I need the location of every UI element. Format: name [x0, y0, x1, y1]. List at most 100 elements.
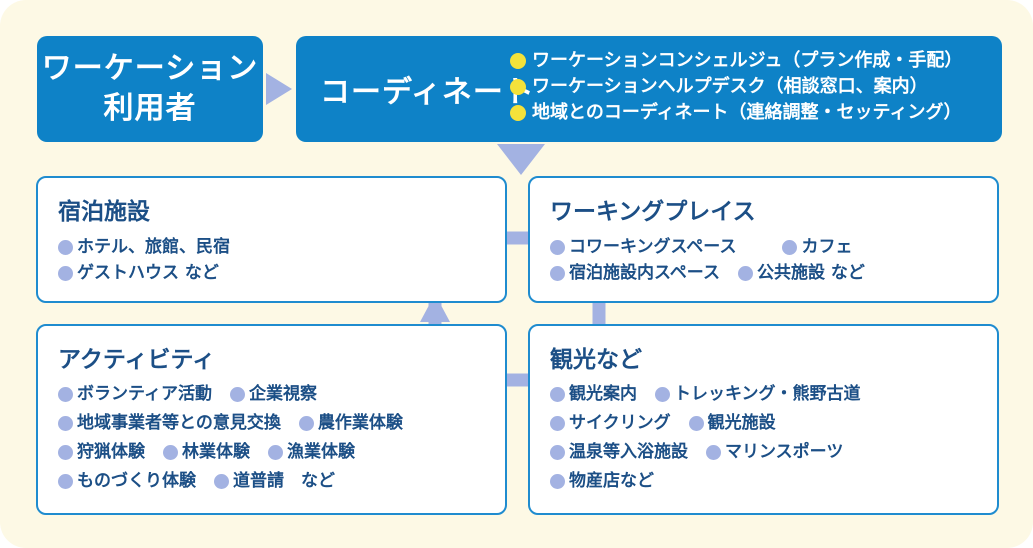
- activity-title: アクティビティ: [58, 347, 216, 373]
- coordinate-item: 地域とのコーディネート（連絡調整・セッティング）: [510, 100, 962, 126]
- coordinate-box: コーディネート ワーケーションコンシェルジュ（プラン作成・手配） ワーケーション…: [296, 36, 1002, 142]
- list-item: トレッキング・熊野古道: [655, 380, 861, 409]
- list-item: カフェ: [782, 234, 852, 260]
- list-item: 観光案内: [550, 380, 637, 409]
- circle-bullet-icon: [58, 445, 73, 460]
- list-row: コワーキングスペース カフェ: [550, 234, 883, 260]
- circle-bullet-icon: [510, 53, 526, 69]
- list-item-label: ホテル、旅館、民宿: [77, 237, 230, 257]
- list-row: ものづくり体験 道普請 など: [58, 467, 421, 496]
- list-item: 狩猟体験: [58, 438, 145, 467]
- list-item-label: ものづくり体験: [77, 471, 196, 491]
- circle-bullet-icon: [58, 474, 73, 489]
- coordinate-item: ワーケーションコンシェルジュ（プラン作成・手配）: [510, 48, 962, 74]
- circle-bullet-icon: [510, 79, 526, 95]
- circle-bullet-icon: [229, 387, 245, 402]
- list-row: 地域事業者等との意見交換 農作業体験: [58, 409, 421, 438]
- list-row: サイクリング 観光施設: [550, 409, 879, 438]
- user-label-line1: ワーケーション: [41, 51, 259, 86]
- list-item-label: 狩猟体験: [77, 442, 145, 462]
- list-row: 狩猟体験 林業体験 漁業体験: [58, 438, 421, 467]
- list-item: 公共施設 など: [737, 260, 865, 286]
- circle-bullet-icon: [550, 416, 565, 431]
- list-item-label: 漁業体験: [287, 442, 355, 462]
- circle-bullet-icon: [550, 474, 565, 489]
- list-item: 道普請 など: [214, 467, 335, 496]
- list-item-label: 観光案内: [569, 384, 637, 404]
- coordinate-item: ワーケーションヘルプデスク（相談窓口、案内）: [510, 74, 962, 100]
- list-item: 漁業体験: [268, 438, 355, 467]
- list-item-label: トレッキング・熊野古道: [674, 384, 861, 404]
- list-item-label: 地域事業者等との意見交換: [77, 413, 281, 433]
- coordinate-item-label: 地域とのコーディネート（連絡調整・セッティング）: [532, 102, 962, 123]
- circle-bullet-icon: [737, 265, 753, 281]
- list-item-label: 林業体験: [182, 442, 250, 462]
- circle-bullet-icon: [782, 239, 798, 255]
- circle-bullet-icon: [550, 239, 565, 255]
- list-item-label: マリンスポーツ: [725, 442, 844, 462]
- circle-bullet-icon: [58, 416, 73, 431]
- list-item: ものづくり体験: [58, 467, 196, 496]
- lodging-title: 宿泊施設: [58, 199, 150, 225]
- list-item: ゲストハウス など: [58, 260, 219, 286]
- coordinate-title: コーディネート: [320, 75, 535, 110]
- list-item: 林業体験: [163, 438, 250, 467]
- list-row: 宿泊施設内スペース 公共施設 など: [550, 260, 883, 286]
- workation-user-box: ワーケーション 利用者: [37, 36, 263, 142]
- list-item: 地域事業者等との意見交換: [58, 409, 281, 438]
- activity-card: アクティビティ ボランティア活動 企業視察 地域事業者等との意見交換 農作業体験…: [36, 324, 507, 515]
- list-item-label: カフェ: [801, 237, 853, 257]
- circle-bullet-icon: [58, 265, 73, 281]
- circle-bullet-icon: [550, 387, 565, 402]
- list-item: サイクリング: [550, 409, 671, 438]
- circle-bullet-icon: [58, 387, 73, 402]
- lodging-card: 宿泊施設 ホテル、旅館、民宿 ゲストハウス など: [36, 176, 507, 303]
- working-place-title: ワーキングプレイス: [550, 199, 756, 225]
- list-item-label: 農作業体験: [317, 413, 403, 433]
- circle-bullet-icon: [58, 239, 73, 255]
- circle-bullet-icon: [706, 445, 721, 460]
- coordinate-item-label: ワーケーションコンシェルジュ（プラン作成・手配）: [532, 50, 963, 71]
- list-row: 物産店など: [550, 467, 879, 496]
- list-item-label: ゲストハウス など: [77, 263, 219, 283]
- list-item: コワーキングスペース: [550, 234, 736, 260]
- list-row: 観光案内 トレッキング・熊野古道: [550, 380, 879, 409]
- list-item-label: 物産店など: [569, 471, 654, 491]
- list-item-label: 観光施設: [707, 413, 776, 433]
- coordinate-list: ワーケーションコンシェルジュ（プラン作成・手配） ワーケーションヘルプデスク（相…: [510, 48, 962, 126]
- list-item-label: 温泉等入浴施設: [569, 442, 688, 462]
- circle-bullet-icon: [688, 416, 704, 431]
- circle-bullet-icon: [268, 445, 283, 460]
- list-item: 企業視察: [229, 380, 317, 409]
- list-item: 温泉等入浴施設: [550, 438, 688, 467]
- list-row: ゲストハウス など: [58, 260, 248, 286]
- list-item: 農作業体験: [298, 409, 403, 438]
- circle-bullet-icon: [550, 445, 565, 460]
- list-item: 観光施設: [688, 409, 776, 438]
- coordinate-item-label: ワーケーションヘルプデスク（相談窓口、案内）: [532, 76, 928, 97]
- circle-bullet-icon: [163, 445, 178, 460]
- list-item: 物産店など: [550, 467, 654, 496]
- list-row: 温泉等入浴施設 マリンスポーツ: [550, 438, 879, 467]
- list-item-label: 宿泊施設内スペース: [569, 263, 720, 283]
- circle-bullet-icon: [214, 474, 229, 489]
- list-item: ホテル、旅館、民宿: [58, 234, 230, 260]
- list-item-label: コワーキングスペース: [569, 237, 737, 257]
- working-place-list: コワーキングスペース カフェ 宿泊施設内スペース 公共施設 など: [550, 234, 883, 286]
- working-place-card: ワーキングプレイス コワーキングスペース カフェ 宿泊施設内スペース 公共施設 …: [528, 176, 999, 303]
- list-item-label: ボランティア活動: [77, 384, 212, 404]
- circle-bullet-icon: [550, 265, 565, 281]
- circle-bullet-icon: [510, 105, 526, 121]
- activity-list: ボランティア活動 企業視察 地域事業者等との意見交換 農作業体験 狩猟体験 林業…: [58, 380, 421, 496]
- circle-bullet-icon: [298, 416, 314, 431]
- list-item-label: 企業視察: [248, 384, 317, 404]
- list-item-label: 公共施設 など: [756, 263, 865, 283]
- list-row: ホテル、旅館、民宿: [58, 234, 248, 260]
- circle-bullet-icon: [655, 387, 670, 402]
- list-item-label: 道普請 など: [233, 471, 335, 491]
- user-label-line2: 利用者: [103, 91, 197, 126]
- list-item: マリンスポーツ: [706, 438, 843, 467]
- sightseeing-title: 観光など: [550, 347, 642, 373]
- lodging-list: ホテル、旅館、民宿 ゲストハウス など: [58, 234, 248, 286]
- list-item: 宿泊施設内スペース: [550, 260, 720, 286]
